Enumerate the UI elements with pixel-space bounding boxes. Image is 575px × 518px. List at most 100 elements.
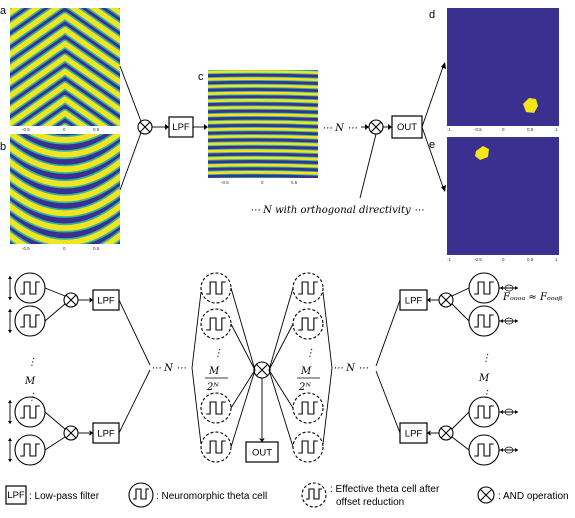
svg-text:0.5: 0.5 bbox=[527, 257, 534, 262]
stripe bbox=[10, 8, 120, 44]
frequency-relation: Fₒₒₒₐ ≈ Fₒₒₒᵦ bbox=[502, 292, 562, 303]
top-flow: LPF ⋯ N ⋯ ⋯ N with orthogonal directivit… bbox=[119, 62, 446, 216]
vertical-ellipsis-right: ⋮ bbox=[481, 353, 491, 364]
neuromorphic-theta-cell-icon bbox=[468, 396, 500, 428]
stripe bbox=[5, 0, 125, 2]
legend-and-text: : AND operation bbox=[498, 491, 569, 502]
out-block-label: OUT bbox=[252, 448, 272, 459]
lpf-block: LPF bbox=[399, 289, 428, 311]
stripe bbox=[10, 143, 120, 172]
effective-theta-cell-icon bbox=[200, 392, 232, 424]
and-gate-icon bbox=[63, 292, 79, 308]
svg-text:-0.5: -0.5 bbox=[474, 127, 482, 132]
legend-lpf-box bbox=[5, 485, 27, 505]
panel-c-axis-ticks: -0.5 0 0.5 bbox=[221, 180, 298, 185]
stripe bbox=[5, 0, 125, 2]
neuromorphic-theta-cell-icon bbox=[14, 305, 46, 337]
panel-a-label: a bbox=[0, 5, 7, 17]
panel-a: a -0.5 0 0.5 bbox=[0, 0, 125, 132]
and-gate-icon bbox=[368, 119, 384, 135]
and-operation-icon bbox=[477, 486, 495, 504]
lpf-block-label: LPF bbox=[405, 296, 423, 307]
two-n-label-left: 2ᴺ bbox=[206, 382, 219, 393]
and-gate-icon bbox=[438, 292, 454, 308]
legend-effective-text-1: : Effective theta cell after bbox=[330, 484, 440, 495]
stripe bbox=[208, 134, 318, 139]
stripe bbox=[208, 84, 318, 89]
svg-text:0.5: 0.5 bbox=[291, 180, 298, 185]
svg-text:-0.5: -0.5 bbox=[22, 246, 30, 251]
stripe bbox=[10, 8, 120, 30]
neuromorphic-theta-cell-icon bbox=[14, 272, 46, 304]
neuromorphic-theta-cell-icon bbox=[14, 434, 46, 466]
svg-text:-0.5: -0.5 bbox=[474, 257, 482, 262]
svg-text:0: 0 bbox=[63, 127, 66, 132]
stripe bbox=[208, 163, 318, 168]
vertical-ellipsis-left: ⋮ bbox=[27, 392, 37, 403]
stripe bbox=[41, 110, 89, 126]
svg-text:-1: -1 bbox=[447, 127, 451, 132]
legend-theta-text: : Neuromorphic theta cell bbox=[156, 491, 267, 502]
svg-text:1: 1 bbox=[555, 257, 558, 262]
stripe bbox=[208, 127, 318, 132]
stripe bbox=[208, 70, 318, 74]
stripe bbox=[10, 13, 120, 58]
vertical-ellipsis-center-left: ⋮ bbox=[213, 348, 223, 359]
stripe bbox=[10, 173, 120, 202]
stripe bbox=[208, 106, 318, 110]
stripe bbox=[29, 134, 101, 143]
stripe bbox=[10, 134, 120, 158]
m-over-label-left: M bbox=[208, 366, 220, 377]
m-label-left: M bbox=[24, 376, 36, 387]
panel-a-chevron-stripes bbox=[5, 0, 125, 126]
svg-text:1: 1 bbox=[555, 127, 558, 132]
panel-b-chevron-stripes bbox=[10, 134, 120, 244]
panel-e: e -1 -0.5 0 0.5 1 bbox=[429, 137, 559, 262]
stripe bbox=[10, 82, 120, 126]
panel-e-field bbox=[447, 137, 559, 255]
stripe bbox=[22, 96, 108, 126]
m-label-right: M bbox=[478, 373, 490, 384]
panel-d-target-blob bbox=[523, 98, 538, 113]
lpf-block-label: LPF bbox=[172, 122, 190, 133]
and-gate-icon bbox=[63, 425, 79, 441]
panel-e-axis-ticks: -1 -0.5 0 0.5 1 bbox=[447, 257, 558, 262]
svg-text:-1: -1 bbox=[447, 257, 451, 262]
legend-effective-text-2: offset reduction bbox=[336, 497, 404, 508]
effective-theta-cell-icon bbox=[200, 308, 232, 340]
panel-b-axis-ticks: -0.5 0 0.5 bbox=[22, 246, 100, 251]
stripe bbox=[208, 91, 318, 96]
stripe bbox=[208, 98, 318, 103]
effective-theta-cell-icon bbox=[301, 482, 327, 508]
stripe bbox=[10, 68, 120, 114]
stripe bbox=[208, 149, 318, 154]
stripe bbox=[208, 120, 318, 125]
stripe bbox=[10, 231, 120, 244]
stripe bbox=[10, 54, 120, 100]
panel-d-axis-ticks: -1 -0.5 0 0.5 1 bbox=[447, 127, 558, 132]
legend: LPF : Low-pass filter : Neuromorphic the… bbox=[5, 482, 569, 508]
lpf-block: LPF bbox=[92, 422, 120, 444]
orthogonal-directivity-note: ⋯ N with orthogonal directivity ⋯ bbox=[250, 205, 424, 216]
panel-d-field bbox=[447, 8, 559, 126]
vertical-ellipsis-right: ⋮ bbox=[481, 389, 491, 400]
stripe bbox=[208, 113, 318, 118]
legend-lpf-text: : Low-pass filter bbox=[29, 491, 100, 502]
vertical-ellipsis-center-right: ⋮ bbox=[305, 348, 315, 359]
panel-e-target-blob bbox=[475, 146, 489, 160]
and-gate-icon bbox=[137, 119, 153, 135]
n-repeat-left: ⋯ N ⋯ bbox=[151, 363, 186, 374]
out-block: OUT bbox=[245, 441, 279, 463]
stripe bbox=[10, 41, 120, 86]
svg-text:-0.5: -0.5 bbox=[22, 127, 30, 132]
out-block-label: OUT bbox=[397, 122, 417, 133]
neuromorphic-theta-cell-icon bbox=[468, 434, 500, 466]
svg-text:-0.5: -0.5 bbox=[221, 180, 229, 185]
neuromorphic-theta-cell-icon bbox=[468, 305, 500, 337]
panel-e-label: e bbox=[429, 139, 435, 151]
svg-text:0.5: 0.5 bbox=[527, 127, 534, 132]
n-repeat-right: ⋯ N ⋯ bbox=[333, 363, 368, 374]
two-n-label-right: 2ᴺ bbox=[298, 382, 311, 393]
stripe bbox=[208, 142, 318, 146]
